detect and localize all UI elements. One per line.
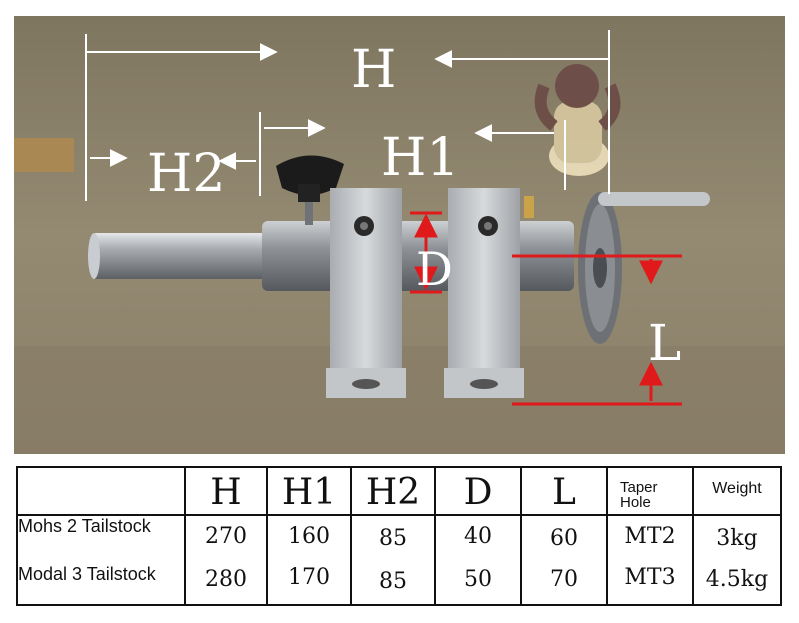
header-taper-hole-line2: Hole — [620, 494, 651, 511]
cell-l: 70 — [550, 567, 578, 592]
cell-l: 60 — [550, 526, 578, 551]
table-rule — [434, 466, 436, 606]
tailstock-illustration — [14, 16, 785, 454]
handwheel-handle — [598, 192, 710, 206]
cell-h1: 170 — [288, 565, 330, 590]
table-rule — [16, 514, 782, 516]
table-rule — [266, 466, 268, 606]
cell-d: 50 — [464, 567, 492, 592]
table-rule — [16, 604, 782, 606]
lock-knob — [276, 155, 344, 195]
cell-weight: 3kg — [716, 526, 758, 551]
dimension-label-h2: H2 — [147, 144, 226, 204]
header-h1: H1 — [281, 472, 337, 513]
cell-h2: 85 — [379, 526, 407, 551]
table-rule — [350, 466, 352, 606]
cell-taper: MT3 — [624, 565, 676, 590]
cell-d: 40 — [464, 524, 492, 549]
cell-h1: 160 — [288, 524, 330, 549]
table-rule — [520, 466, 522, 606]
header-l: L — [552, 472, 576, 513]
table-rule — [692, 466, 694, 606]
red-dimension-lines — [410, 211, 682, 406]
cell-h2: 85 — [379, 569, 407, 594]
dimension-label-d: D — [416, 242, 453, 296]
support-block-right — [444, 188, 524, 398]
product-photo: H H1 H2 D L — [14, 16, 785, 454]
dimension-label-h1: H1 — [381, 128, 460, 188]
table-rule — [16, 466, 782, 468]
table-rule — [780, 466, 782, 606]
table-rule — [606, 466, 608, 606]
wood-object — [14, 138, 74, 172]
header-h2: H2 — [365, 472, 421, 513]
header-weight: Weight — [712, 480, 762, 497]
table-rule — [16, 466, 18, 606]
header-h: H — [210, 472, 242, 513]
dimension-label-l: L — [648, 314, 682, 372]
table-rule — [184, 466, 186, 606]
support-block-left — [326, 188, 406, 398]
row-label: Mohs 2 Tailstock — [18, 516, 151, 536]
header-d: D — [463, 472, 493, 513]
cell-taper: MT2 — [624, 524, 676, 549]
header-taper-hole-line1: Taper — [620, 479, 658, 496]
spec-table: H H1 H2 D L Taper Hole Weight Mohs 2 Tai… — [16, 466, 782, 606]
cell-h: 280 — [205, 567, 247, 592]
handwheel — [578, 192, 710, 344]
lock-screw — [305, 199, 313, 225]
white-dimension-lines — [85, 30, 610, 201]
dimension-label-h: H — [351, 40, 397, 100]
cell-h: 270 — [205, 524, 247, 549]
row-label: Modal 3 Tailstock — [18, 564, 156, 584]
quill-shaft — [92, 233, 272, 279]
cell-weight: 4.5kg — [705, 567, 769, 592]
